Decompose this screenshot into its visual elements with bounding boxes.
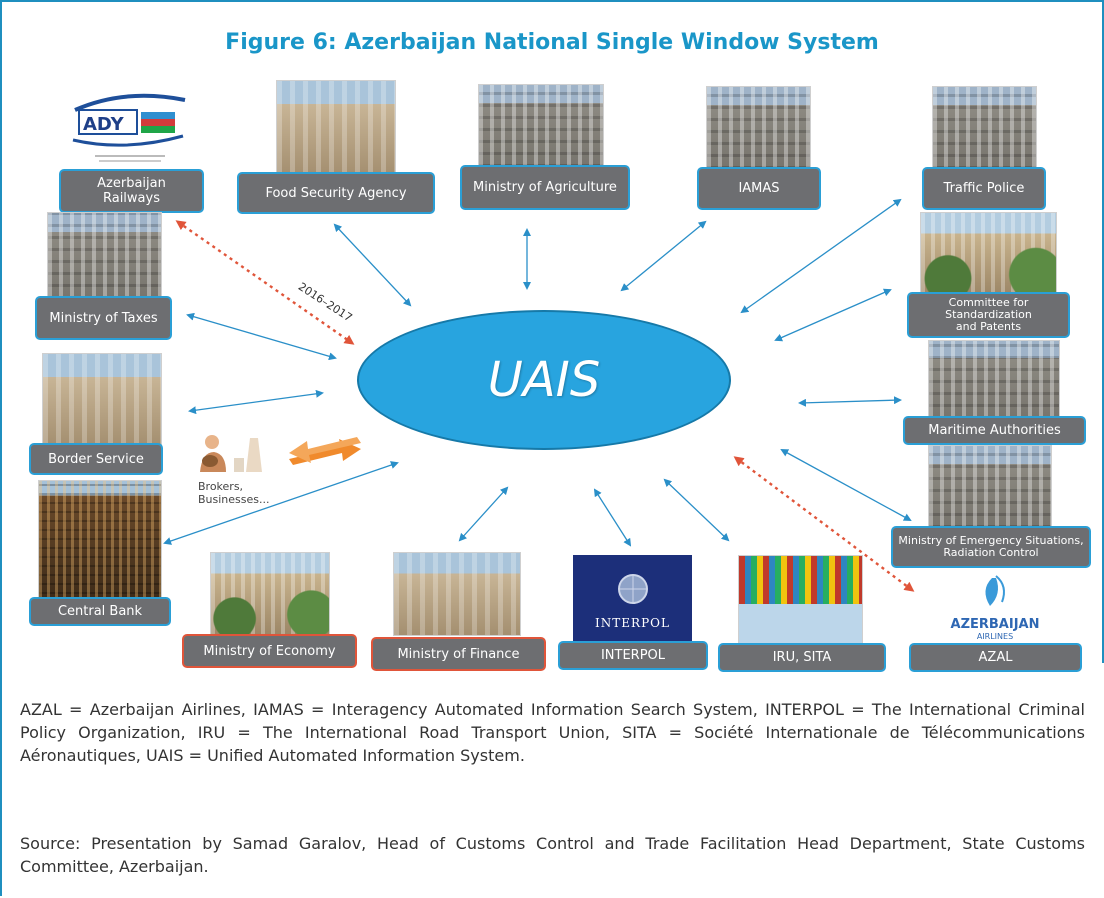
emergency-label: Ministry of Emergency Situations, Radiat…	[891, 526, 1091, 568]
food-security-photo	[276, 80, 396, 175]
iru-sita-label: IRU, SITA	[718, 643, 886, 672]
central-bank-label: Central Bank	[29, 597, 171, 626]
finance-photo	[393, 552, 521, 636]
emergency-label-line1: Ministry of Emergency Situations,	[898, 534, 1084, 547]
brokers-label-line2: Businesses...	[198, 493, 270, 506]
brokers-label-line1: Brokers,	[198, 480, 244, 493]
exchange-arrows-icon	[289, 437, 361, 465]
border-service-photo	[42, 353, 162, 446]
railways-logo: ADY	[65, 80, 195, 172]
economy-label: Ministry of Economy	[182, 634, 357, 668]
traffic-police-label: Traffic Police	[922, 167, 1046, 210]
uais-label: UAIS	[487, 352, 601, 408]
azal-logo-line2: AIRLINES	[977, 632, 1013, 641]
emergency-label-line2: Radiation Control	[943, 546, 1039, 559]
interpol-logo-text: INTERPOL	[595, 616, 670, 630]
iamas-photo	[706, 86, 811, 170]
border-service-label: Border Service	[29, 443, 163, 475]
standardization-label-line1: Committee for	[948, 296, 1029, 309]
economy-photo	[210, 552, 330, 636]
interpol-logo: INTERPOL	[573, 555, 692, 641]
agriculture-label: Ministry of Agriculture	[460, 165, 630, 210]
uais-ellipse: UAIS	[357, 310, 731, 450]
brokers-label: Brokers, Businesses...	[198, 480, 270, 506]
azal-logo-line1: AZERBAIJAN	[951, 617, 1040, 632]
iru-sita-photo	[738, 555, 863, 645]
railways-label-line2: Railways	[102, 191, 160, 206]
agriculture-photo	[478, 84, 604, 168]
railways-label-line1: Azerbaijan	[97, 176, 166, 191]
figure-title: Figure 6: Azerbaijan National Single Win…	[225, 30, 879, 55]
standardization-label: Committee for Standardization and Patent…	[907, 292, 1070, 338]
traffic-police-photo	[932, 86, 1037, 170]
source-note: Source: Presentation by Samad Garalov, H…	[20, 834, 1085, 876]
emergency-photo	[928, 445, 1052, 529]
abbreviations-note: AZAL = Azerbaijan Airlines, IAMAS = Inte…	[20, 700, 1085, 765]
maritime-photo	[928, 340, 1060, 420]
railways-logo-text: ADY	[83, 114, 125, 135]
finance-label: Ministry of Finance	[371, 637, 546, 671]
figure-frame-right-edge	[1102, 0, 1104, 663]
railways-logo-graphic: ADY	[72, 93, 186, 162]
taxes-label: Ministry of Taxes	[35, 296, 172, 340]
standardization-label-line3: and Patents	[955, 320, 1022, 333]
central-bank-photo	[38, 480, 162, 604]
interpol-label: INTERPOL	[558, 641, 708, 670]
standardization-photo	[920, 212, 1057, 296]
food-security-label: Food Security Agency	[237, 172, 435, 214]
azal-logo-graphic: AZERBAIJAN AIRLINES	[951, 575, 1040, 641]
iamas-label: IAMAS	[697, 167, 821, 210]
railways-label: Azerbaijan Railways	[59, 169, 204, 213]
interpol-logo-graphic: INTERPOL	[595, 574, 670, 630]
taxes-photo	[47, 212, 162, 300]
maritime-label: Maritime Authorities	[903, 416, 1086, 445]
azal-label: AZAL	[909, 643, 1082, 672]
brokers-icon	[200, 435, 262, 472]
azal-logo: AZERBAIJAN AIRLINES	[930, 572, 1060, 644]
standardization-label-line2: Standardization	[945, 308, 1032, 321]
